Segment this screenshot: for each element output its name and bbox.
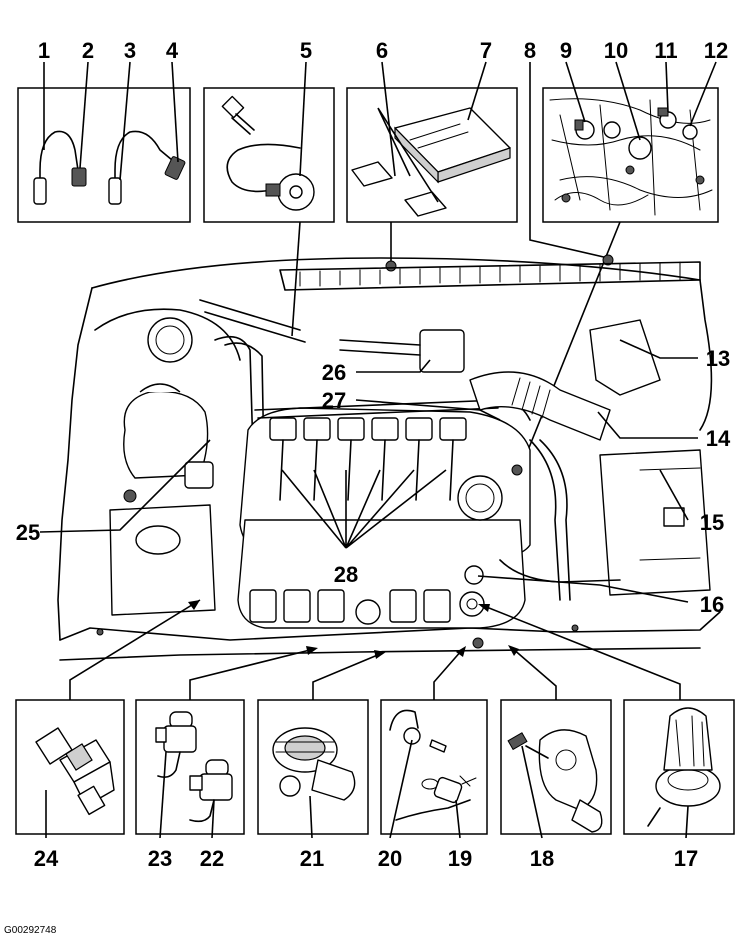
callout-11: 11 [654, 38, 677, 63]
callout-8: 8 [524, 38, 536, 63]
callout-27: 27 [322, 388, 346, 413]
inset-oxygen-sensors [17, 87, 191, 223]
callout-28: 28 [334, 562, 358, 587]
callout-3: 3 [124, 38, 136, 63]
callout-17: 17 [674, 846, 698, 871]
inset-sensors-19-20 [380, 699, 488, 835]
callout-18: 18 [530, 846, 554, 871]
callout-9: 9 [560, 38, 572, 63]
callout-1: 1 [38, 38, 50, 63]
callout-14: 14 [706, 426, 731, 451]
callout-26: 26 [322, 360, 346, 385]
callout-15: 15 [700, 510, 724, 535]
callout-13: 13 [706, 346, 730, 371]
inset-vacuum-canister [623, 699, 735, 835]
callout-19: 19 [448, 846, 472, 871]
inset-secondary-air-pump [257, 699, 369, 835]
callout-labels: 1 2 3 4 5 6 7 8 9 10 11 12 13 14 15 16 1… [16, 38, 731, 871]
inset-knock-sensor [203, 87, 335, 223]
callout-20: 20 [378, 846, 402, 871]
callout-2: 2 [82, 38, 94, 63]
callout-16: 16 [700, 592, 724, 617]
callout-22: 22 [200, 846, 224, 871]
callout-4: 4 [166, 38, 179, 63]
callout-12: 12 [704, 38, 728, 63]
inset-engine-control-module [346, 87, 518, 223]
callout-7: 7 [480, 38, 492, 63]
inset-valves-22-23 [135, 699, 245, 835]
inset-thermostat-housing [500, 699, 612, 835]
callout-21: 21 [300, 846, 324, 871]
callout-23: 23 [148, 846, 172, 871]
callout-6: 6 [376, 38, 388, 63]
figure-code: G00292748 [4, 925, 57, 936]
callout-25: 25 [16, 520, 40, 545]
callout-10: 10 [604, 38, 628, 63]
callout-5: 5 [300, 38, 312, 63]
engine-bay-illustration [57, 257, 721, 661]
inset-fuel-injector [15, 699, 125, 835]
callout-24: 24 [34, 846, 59, 871]
